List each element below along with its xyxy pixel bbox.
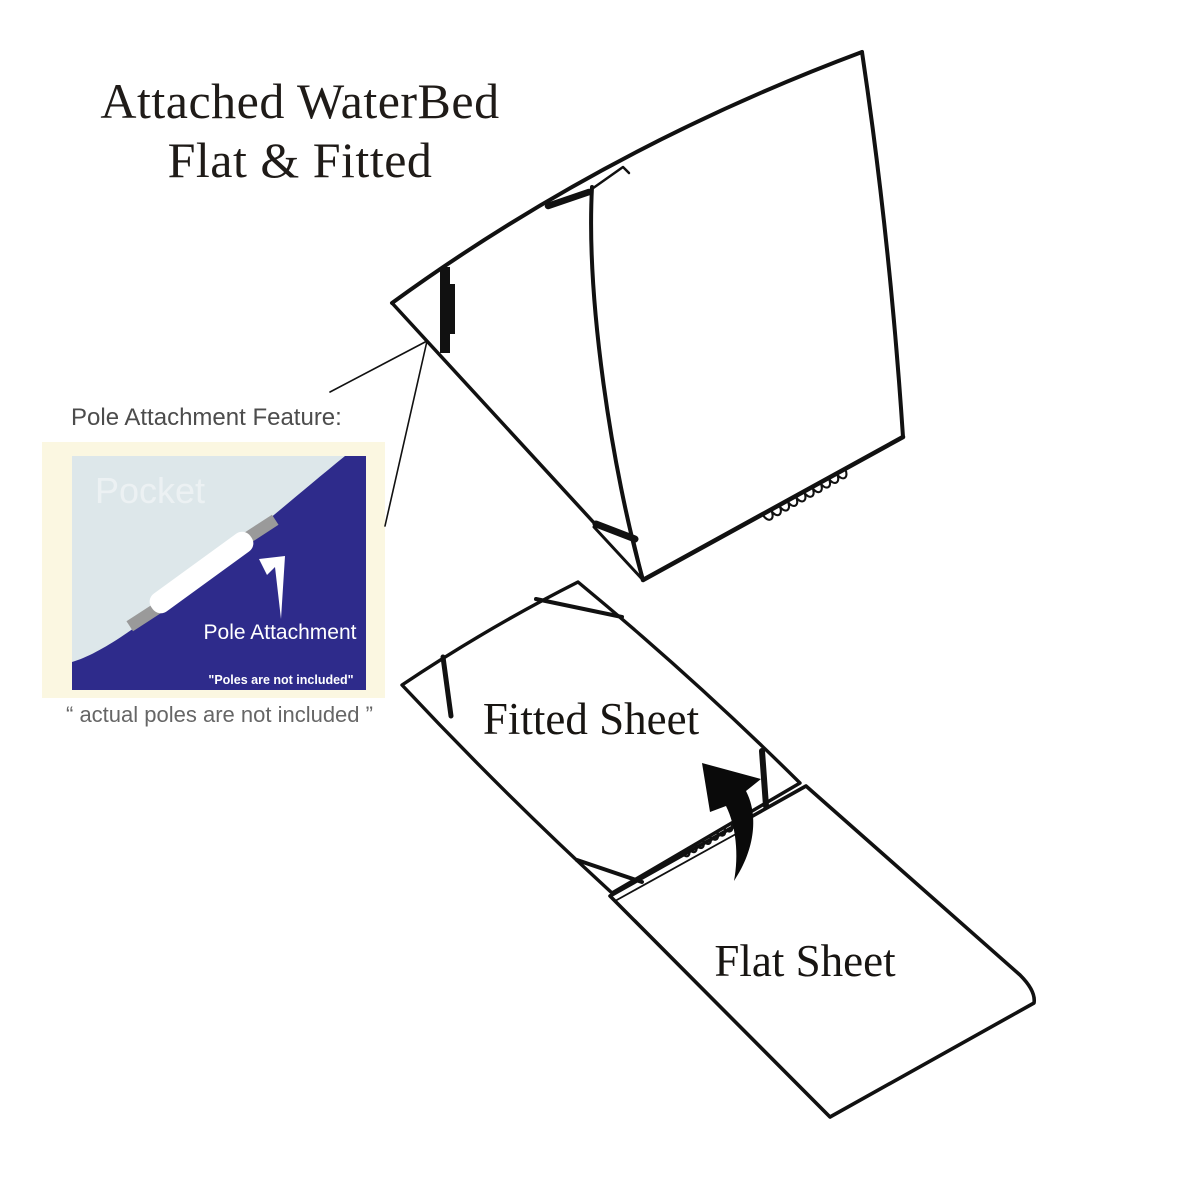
top-hem-line [587,165,631,193]
pole-end-lower [126,602,162,632]
fold-arrow-icon [702,763,761,881]
pole-feature-heading: Pole Attachment Feature: [71,404,342,431]
page-title-line2: Flat & Fitted [167,131,433,188]
pole-end-upper [243,514,279,544]
pole-pocket-slot [440,267,450,353]
pole-pocket-slot-lip [449,284,455,334]
elastic-coil-bottom [679,817,741,858]
fitted-corner-chord-bottom [575,858,644,884]
mattress-elastic-edge [640,434,906,583]
mattress-front-edge [390,301,598,527]
fitted-corner-chord-top [534,597,624,619]
pole-pocket-closeup-image: Pocket Pole Attachment "Poles are not in… [72,456,366,690]
fitted-sheet-label: Fitted Sheet [482,694,700,744]
hanging-sheet-edge [589,185,645,582]
pocket-label: Pocket [95,470,205,511]
pole-attachment-label: Pole Attachment [204,621,357,644]
pole-sleeve-graphic [126,514,279,632]
poles-disclaimer: "Poles are not included" [208,673,353,687]
pointer-icon [259,556,285,619]
bottom-corner-fold [592,525,645,582]
page-title-line1: Attached WaterBed [100,73,500,129]
page-title: Attached WaterBed Flat & Fitted [88,72,512,189]
top-corner-pleat [544,188,593,210]
elastic-coil-top [761,467,848,521]
flat-sheet-label: Flat Sheet [714,936,896,986]
mattress-right-edge [860,50,905,439]
pole-feature-inset-panel: Pocket Pole Attachment "Poles are not in… [42,442,385,698]
bottom-corner-chord [592,520,639,543]
inset-caption: “ actual poles are not included ” [66,702,373,727]
fitted-corner-chord-right [759,748,769,809]
flat-sheet-hem-line [614,828,746,902]
pocket-sleeve [149,531,254,614]
